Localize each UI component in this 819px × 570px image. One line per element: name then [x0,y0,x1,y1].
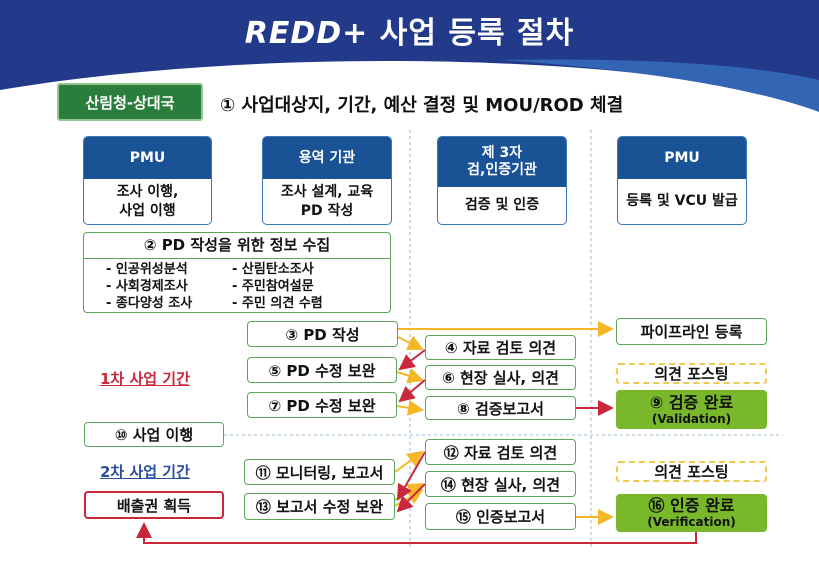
step-7: ⑦ PD 수정 보완 [247,392,397,418]
step-15: ⑮ 인증보고서 [425,503,576,530]
step-4: ④ 자료 검토 의견 [425,335,576,360]
step-5: ⑤ PD 수정 보완 [247,357,397,383]
step-2-list-right: - 산림탄소조사- 주민참여설문- 주민 의견 수렴 [232,262,323,311]
step-11: ⑪ 모니터링, 보고서 [244,459,395,485]
second-period-label: 2차 사업 기간 [100,463,190,481]
step-2-list-left: - 인공위성분석- 사회경제조사- 종다양성 조사 [106,262,193,311]
step-9-validation: ⑨ 검증 완료(Validation) [616,390,767,429]
step-8: ⑧ 검증보고서 [425,396,576,420]
pipeline-registration: 파이프라인 등록 [616,318,767,345]
step-14: ⑭ 현장 실사, 의견 [425,471,576,497]
step-6: ⑥ 현장 실사, 의견 [425,365,576,390]
first-period-label: 1차 사업 기간 [100,370,190,388]
step-10: ⑩ 사업 이행 [84,422,224,447]
step-12: ⑫ 자료 검토 의견 [425,439,576,465]
step-2-title: ② PD 작성을 위한 정보 수집 [84,233,390,259]
step-2-box: ② PD 작성을 위한 정보 수집 - 인공위성분석- 사회경제조사- 종다양성… [83,232,391,313]
page-title: REDD+ 사업 등록 절차 [244,16,575,51]
credits-acquired: 배출권 획득 [84,491,224,519]
header-banner [0,0,819,112]
step-1: ① 사업대상지, 기간, 예산 결정 및 MOU/ROD 체결 [220,95,624,116]
step-16-verification: ⑯ 인증 완료(Verification) [616,494,767,532]
comment-posting-2: 의견 포스팅 [616,461,767,482]
step-3: ③ PD 작성 [247,321,398,347]
agency-label: 산림청-상대국 [57,83,203,121]
step-13: ⑬ 보고서 수정 보완 [244,493,395,520]
comment-posting-1: 의견 포스팅 [616,363,767,384]
